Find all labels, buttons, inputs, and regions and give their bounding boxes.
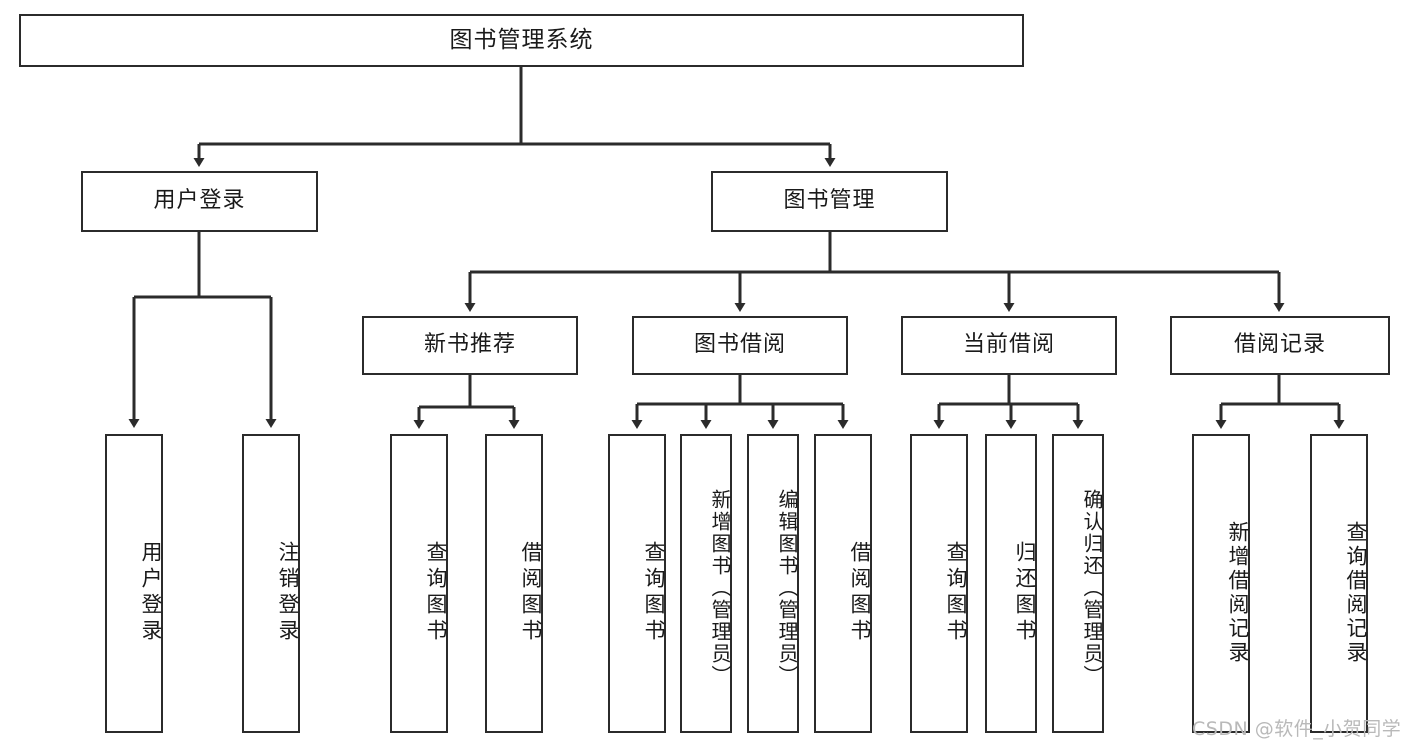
node-leaf-edit-book[interactable]: 编辑图书（管理员） — [747, 434, 799, 733]
node-leaf-add-record-label: 新增借阅记录 — [1226, 520, 1250, 665]
node-current-borrow[interactable]: 当前借阅 — [901, 316, 1117, 375]
node-leaf-return-book[interactable]: 归还图书 — [985, 434, 1037, 733]
node-leaf-add-record[interactable]: 新增借阅记录 — [1192, 434, 1250, 733]
node-borrow-record[interactable]: 借阅记录 — [1170, 316, 1390, 375]
node-leaf-add-book-label: 新增图书（管理员） — [708, 488, 732, 687]
node-new-book-rec-label: 新书推荐 — [423, 332, 516, 358]
node-leaf-query-record-label: 查询借阅记录 — [1344, 520, 1368, 665]
node-leaf-query-book-1[interactable]: 查询图书 — [390, 434, 448, 733]
node-leaf-user-login-label: 用户登录 — [139, 540, 163, 645]
node-leaf-edit-book-label: 编辑图书（管理员） — [775, 488, 799, 687]
node-book-borrow[interactable]: 图书借阅 — [632, 316, 848, 375]
node-leaf-confirm-return-label: 确认归还（管理员） — [1080, 488, 1104, 687]
node-leaf-logout[interactable]: 注销登录 — [242, 434, 300, 733]
node-leaf-confirm-return[interactable]: 确认归还（管理员） — [1052, 434, 1104, 733]
node-leaf-query-book-3[interactable]: 查询图书 — [910, 434, 968, 733]
node-book-manage[interactable]: 图书管理 — [711, 171, 948, 232]
node-leaf-query-book-3-label: 查询图书 — [944, 540, 968, 645]
node-leaf-query-book-1-label: 查询图书 — [424, 540, 448, 645]
node-borrow-record-label: 借阅记录 — [1233, 332, 1326, 358]
node-leaf-user-login[interactable]: 用户登录 — [105, 434, 163, 733]
node-leaf-query-record[interactable]: 查询借阅记录 — [1310, 434, 1368, 733]
node-leaf-borrow-book-1[interactable]: 借阅图书 — [485, 434, 543, 733]
node-leaf-add-book[interactable]: 新增图书（管理员） — [680, 434, 732, 733]
node-leaf-return-book-label: 归还图书 — [1013, 540, 1037, 645]
csdn-watermark: CSDN @软件_小贺同学 — [1192, 718, 1402, 740]
node-user-login[interactable]: 用户登录 — [81, 171, 318, 232]
node-book-borrow-label: 图书借阅 — [693, 332, 786, 358]
node-leaf-borrow-book-2[interactable]: 借阅图书 — [814, 434, 872, 733]
node-leaf-logout-label: 注销登录 — [276, 540, 300, 645]
node-root-label: 图书管理系统 — [449, 26, 594, 53]
node-leaf-borrow-book-1-label: 借阅图书 — [519, 540, 543, 645]
node-leaf-query-book-2-label: 查询图书 — [642, 540, 666, 645]
node-current-borrow-label: 当前借阅 — [962, 332, 1055, 358]
node-leaf-query-book-2[interactable]: 查询图书 — [608, 434, 666, 733]
node-book-manage-label: 图书管理 — [783, 188, 876, 214]
node-leaf-borrow-book-2-label: 借阅图书 — [848, 540, 872, 645]
node-user-login-label: 用户登录 — [153, 188, 246, 214]
node-root[interactable]: 图书管理系统 — [19, 14, 1024, 67]
node-new-book-rec[interactable]: 新书推荐 — [362, 316, 578, 375]
